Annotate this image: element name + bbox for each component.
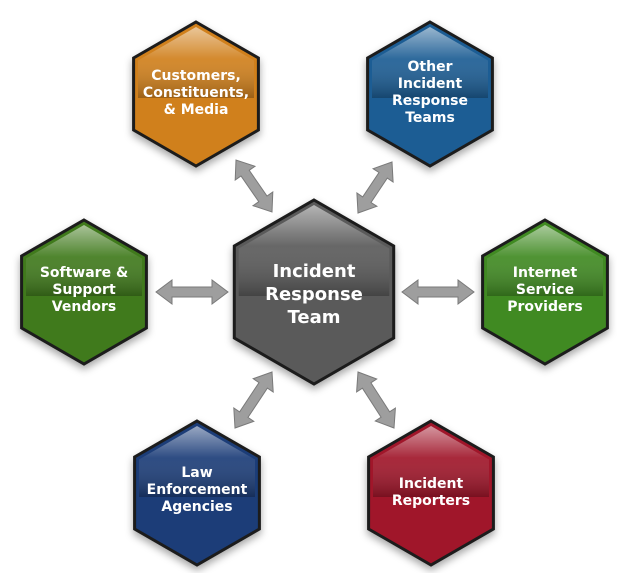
isp-label-line-1: Internet	[513, 265, 578, 281]
software-vendors-label-line-3: Vendors	[52, 299, 116, 315]
software-vendors-label-line-1: Software &	[40, 265, 128, 281]
arrow-other-teams	[356, 161, 394, 214]
law-enforcement-hex-gloss	[139, 426, 255, 497]
node-law-enforcement: Law Enforcement Agencies	[133, 419, 261, 567]
arrow-isp	[401, 279, 475, 305]
node-other-teams: Other Incident Response Teams	[366, 20, 494, 168]
law-enforcement-label-line-2: Enforcement	[147, 482, 248, 498]
customers-hex-gloss	[138, 27, 254, 98]
center-hexagon: Incident Response Team	[232, 198, 396, 386]
center-hex-gloss	[238, 205, 390, 296]
arrow-reporters	[356, 371, 396, 429]
reporters-label-line-2: Reporters	[392, 493, 470, 509]
other-teams-label-line-3: Response	[392, 93, 468, 109]
arrow-law-enforcement	[233, 371, 274, 429]
law-enforcement-label-line-3: Agencies	[161, 499, 232, 515]
arrow-customers	[234, 159, 274, 213]
node-customers: Customers, Constituents, & Media	[132, 20, 260, 168]
other-teams-label-line-1: Other	[408, 59, 453, 75]
connector-arrows	[155, 159, 475, 429]
node-isp: Internet Service Providers	[481, 218, 609, 366]
isp-label-line-3: Providers	[507, 299, 582, 315]
node-software-vendors: Software & Support Vendors	[20, 218, 148, 366]
center-label-line-3: Team	[288, 307, 341, 328]
isp-hex-gloss	[487, 225, 603, 296]
other-teams-label-line-2: Incident	[398, 76, 463, 92]
center-label-line-1: Incident	[273, 261, 356, 282]
other-teams-label-line-4: Teams	[405, 110, 455, 126]
center-label-line-2: Response	[265, 284, 363, 305]
isp-label-line-2: Service	[516, 282, 574, 298]
arrow-software-vendors	[155, 279, 229, 305]
customers-label-line-1: Customers,	[151, 68, 241, 84]
other-teams-hex-gloss	[372, 27, 488, 98]
node-reporters: Incident Reporters	[367, 419, 495, 567]
reporters-label-line-1: Incident	[399, 476, 464, 492]
customers-label-line-2: Constituents,	[143, 85, 249, 101]
law-enforcement-label-line-1: Law	[181, 465, 212, 481]
customers-label-line-3: & Media	[164, 102, 229, 118]
software-vendors-hex-gloss	[26, 225, 142, 296]
software-vendors-label-line-2: Support	[52, 282, 116, 298]
reporters-hex-gloss	[373, 426, 489, 497]
